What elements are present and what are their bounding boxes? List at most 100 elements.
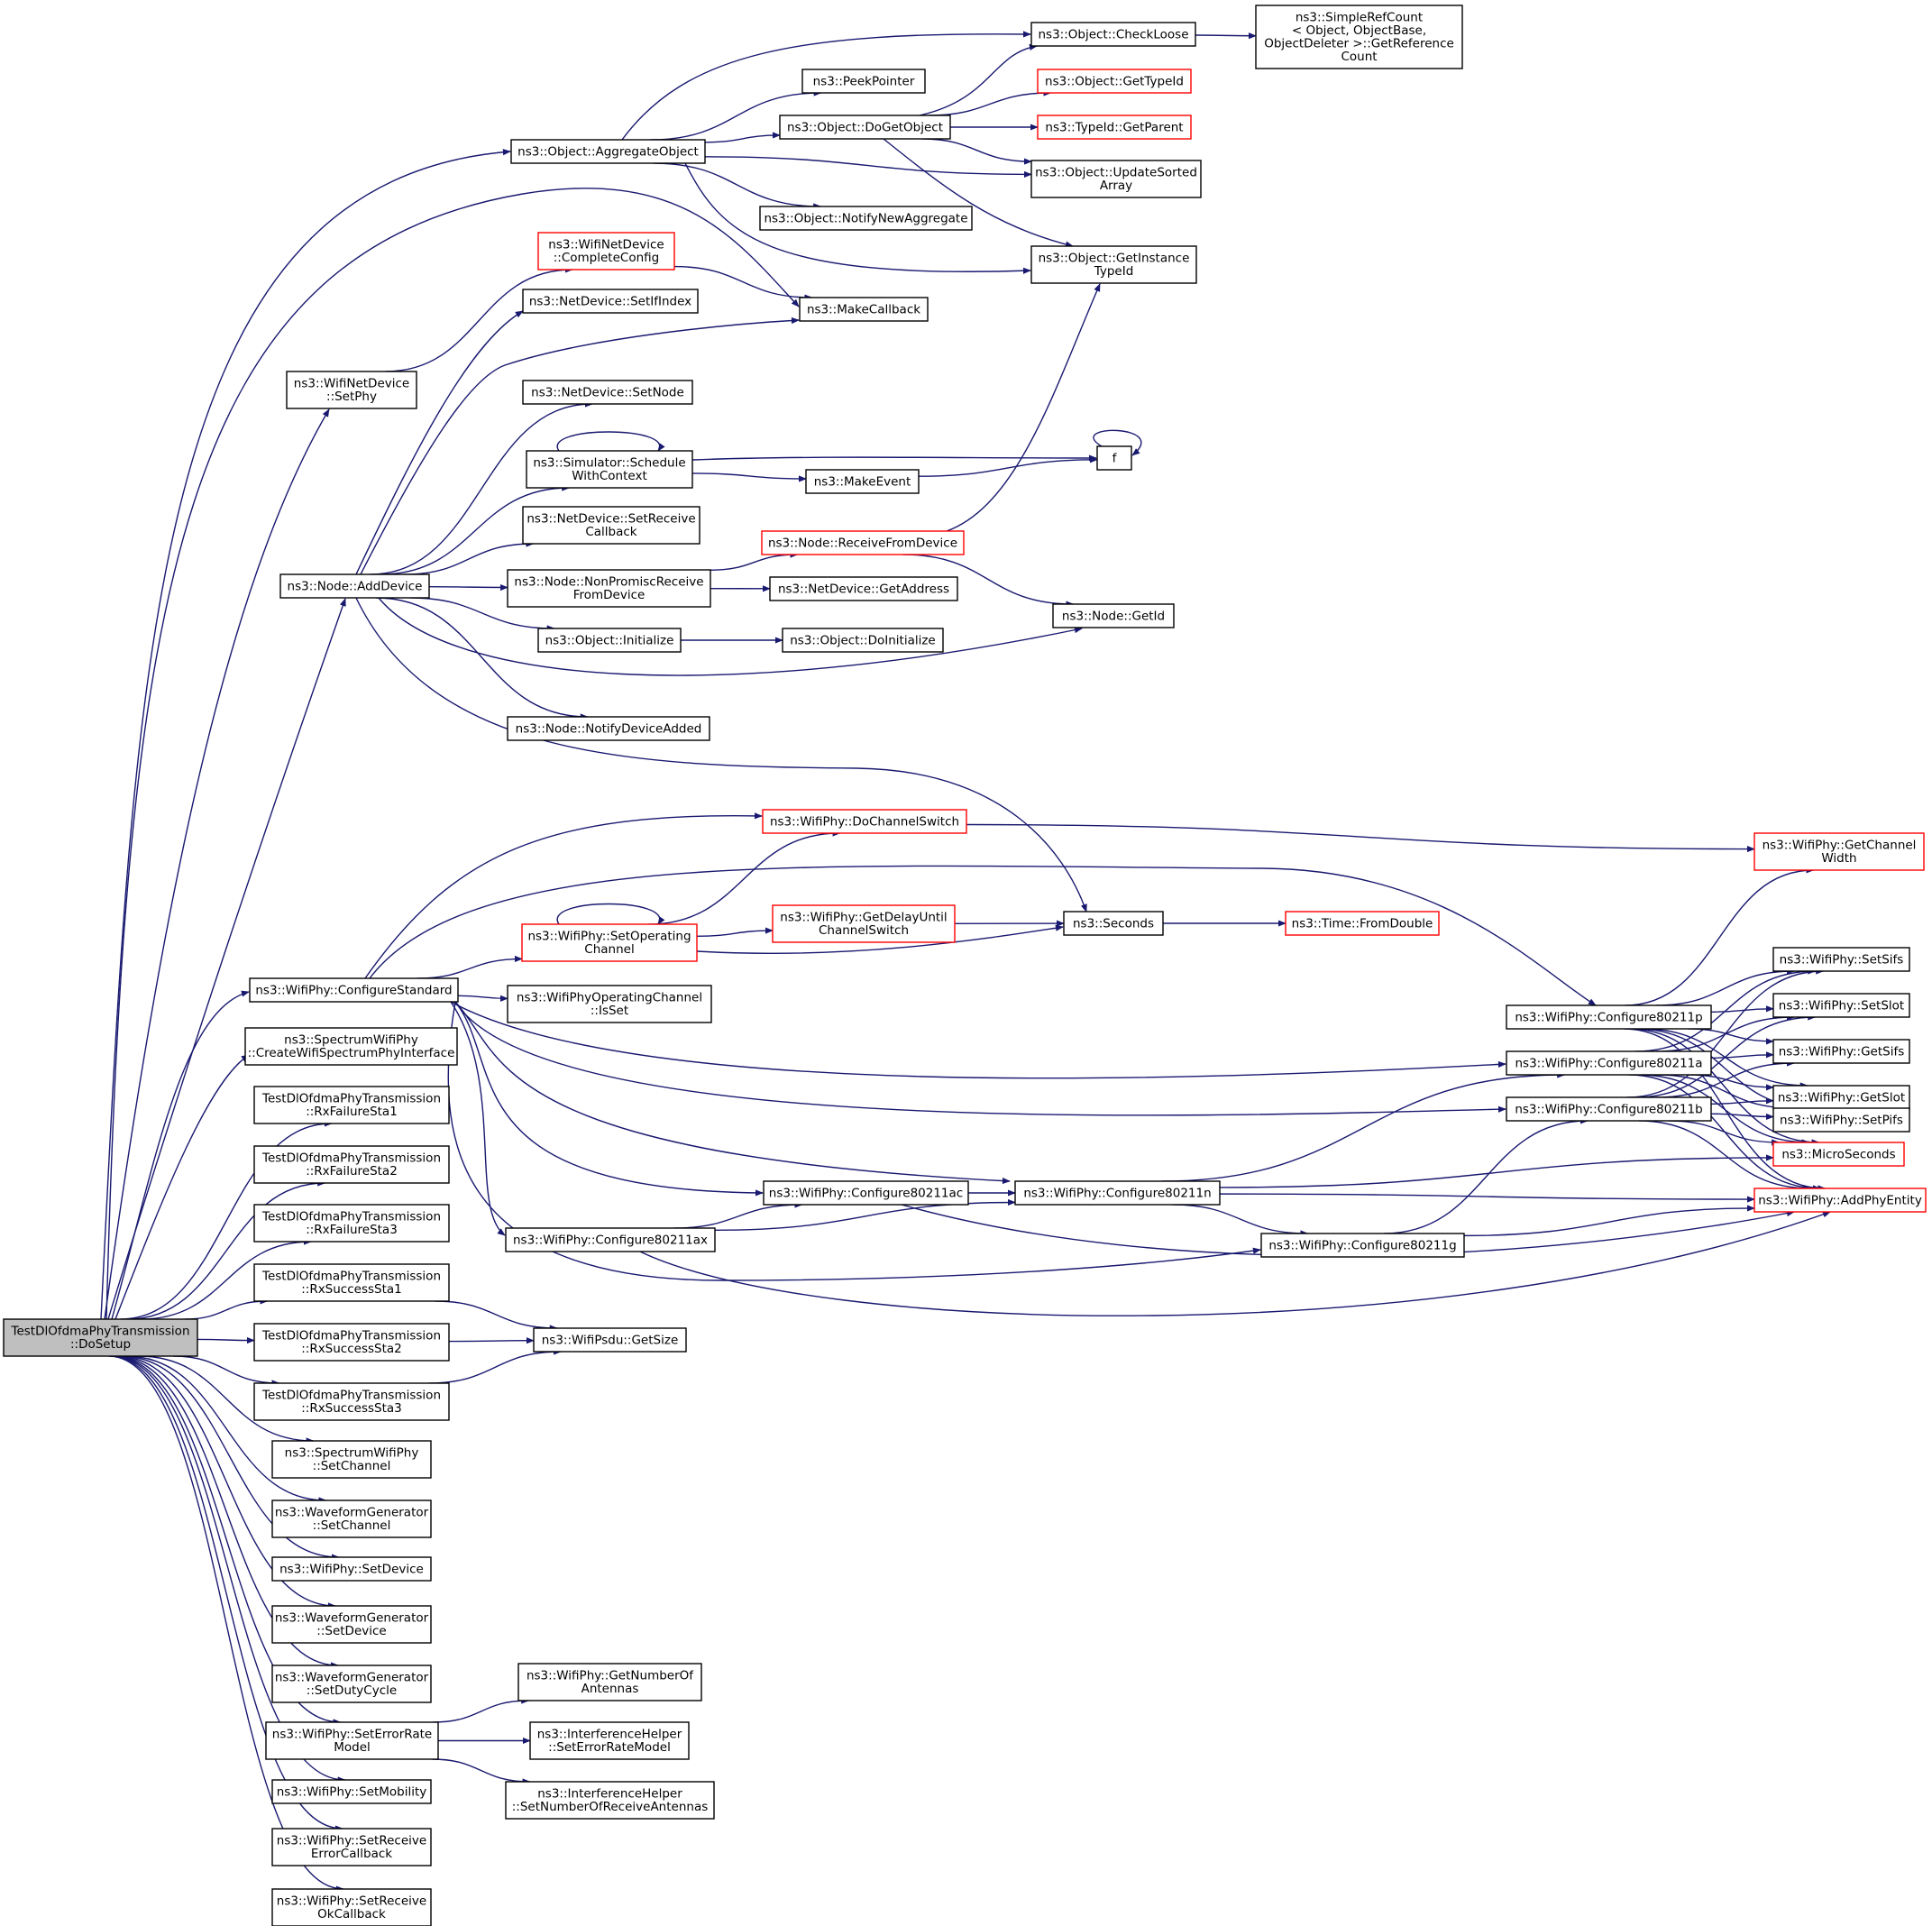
call-edge [433,1697,530,1723]
node-setdutycycle[interactable]: ns3::WaveformGenerator::SetDutyCycle [271,1665,432,1703]
node-cfga[interactable]: ns3::WifiPhy::Configure80211a [1506,1050,1712,1076]
node-wgsetdevice[interactable]: ns3::WaveformGenerator::SetDevice [271,1605,432,1644]
node-cfgac[interactable]: ns3::WifiPhy::Configure80211ac [763,1180,969,1206]
node-setmobility[interactable]: ns3::WifiPhy::SetMobility [271,1779,432,1804]
node-box [1772,1107,1910,1133]
node-cfgb[interactable]: ns3::WifiPhy::Configure80211b [1506,1096,1712,1122]
node-doinitialize[interactable]: ns3::Object::DoInitialize [782,628,944,653]
node-box [1037,69,1192,94]
node-label: ns3::MakeEvent [814,474,911,489]
node-box [1772,1085,1910,1110]
call-edge [141,1238,312,1320]
node-microseconds[interactable]: ns3::MicroSeconds [1772,1142,1905,1167]
call-edge [409,597,555,632]
node-seterrorrate[interactable]: ns3::WifiPhy::SetErrorRateModel [265,1721,439,1760]
node-cfgax[interactable]: ns3::WifiPhy::Configure80211ax [505,1227,716,1252]
node-rxsucc3[interactable]: TestDlOfdmaPhyTransmission::RxSuccessSta… [253,1382,450,1421]
node-receivefromdevice[interactable]: ns3::Node::ReceiveFromDevice [761,530,965,555]
node-setnode[interactable]: ns3::NetDevice::SetNode [522,380,693,405]
node-box [1506,1096,1712,1122]
node-dogetobject[interactable]: ns3::Object::DoGetObject [779,115,951,140]
node-configurestandard[interactable]: ns3::WifiPhy::ConfigureStandard [249,977,459,1003]
node-label: ns3::NetDevice::SetIfIndex [529,294,691,308]
node-rxsucc1[interactable]: TestDlOfdmaPhyTransmission::RxSuccessSta… [253,1263,450,1302]
node-label: ::RxFailureSta1 [306,1105,398,1119]
node-getparent[interactable]: ns3::TypeId::GetParent [1037,115,1192,140]
node-getslot[interactable]: ns3::WifiPhy::GetSlot [1772,1085,1910,1110]
node-label: ns3::WifiPhyOperatingChannel [517,991,702,1005]
node-peekpointer[interactable]: ns3::PeekPointer [801,69,926,94]
node-cfgn[interactable]: ns3::WifiPhy::Configure80211n [1014,1180,1221,1206]
node-notifydeviceadded[interactable]: ns3::Node::NotifyDeviceAdded [507,716,710,741]
node-makecallback[interactable]: ns3::MakeCallback [799,297,929,322]
node-seconds[interactable]: ns3::Seconds [1063,911,1164,936]
node-spsetchannel[interactable]: ns3::SpectrumWifiPhy::SetChannel [271,1440,432,1479]
node-adddevice[interactable]: ns3::Node::AddDevice [279,573,430,599]
node-label: ns3::WaveformGenerator [275,1506,429,1520]
node-addphyentity[interactable]: ns3::WifiPhy::AddPhyEntity [1753,1188,1927,1213]
node-setdevice[interactable]: ns3::WifiPhy::SetDevice [271,1556,432,1582]
call-edge [138,1355,315,1444]
node-f[interactable]: f [1096,445,1132,471]
node-getaddress[interactable]: ns3::NetDevice::GetAddress [769,576,958,601]
node-wgsetchannel[interactable]: ns3::WaveformGenerator::SetChannel [271,1500,432,1538]
node-ihsetnum[interactable]: ns3::InterferenceHelper::SetNumberOfRece… [505,1781,715,1820]
node-aggregate[interactable]: ns3::Object::AggregateObject [510,139,706,164]
node-rxfail3[interactable]: TestDlOfdmaPhyTransmission::RxFailureSta… [253,1204,450,1243]
node-rxsucc2[interactable]: TestDlOfdmaPhyTransmission::RxSuccessSta… [253,1323,450,1362]
node-label: ::RxSuccessSta3 [301,1401,402,1416]
call-edge [1628,1028,1820,1146]
node-setpifs[interactable]: ns3::WifiPhy::SetPifs [1772,1107,1910,1133]
call-edge [360,316,800,575]
node-root[interactable]: TestDlOfdmaPhyTransmission::DoSetup [3,1318,198,1357]
node-setslot[interactable]: ns3::WifiPhy::SetSlot [1772,993,1910,1018]
call-edge [1638,1120,1811,1192]
node-ihseterror[interactable]: ns3::InterferenceHelper::SetErrorRateMod… [529,1721,690,1760]
node-isset[interactable]: ns3::WifiPhyOperatingChannel::IsSet [507,985,712,1023]
node-label: Channel [584,942,634,957]
node-label: ::RxFailureSta3 [306,1223,398,1237]
node-label: ::RxFailureSta2 [306,1164,398,1179]
node-getid[interactable]: ns3::Node::GetId [1052,603,1175,628]
node-completeconfig[interactable]: ns3::WifiNetDevice::CompleteConfig [537,232,675,271]
node-box [271,1665,432,1703]
node-label: ns3::WifiPhy::Configure80211n [1023,1186,1211,1200]
node-cfgp[interactable]: ns3::WifiPhy::Configure80211p [1506,1004,1712,1030]
node-getsize[interactable]: ns3::WifiPsdu::GetSize [533,1327,687,1353]
call-edge [378,597,1083,676]
node-setifindex[interactable]: ns3::NetDevice::SetIfIndex [522,289,699,314]
call-edge [1219,1154,1774,1188]
node-cfgg[interactable]: ns3::WifiPhy::Configure80211g [1260,1233,1465,1258]
node-checkloose[interactable]: ns3::Object::CheckLoose [1030,22,1196,47]
node-gettypeid[interactable]: ns3::Object::GetTypeId [1037,69,1192,94]
node-fromdouble[interactable]: ns3::Time::FromDouble [1285,911,1440,936]
node-getsifs[interactable]: ns3::WifiPhy::GetSifs [1772,1039,1910,1064]
node-createwifi[interactable]: ns3::SpectrumWifiPhy::CreateWifiSpectrum… [244,1027,458,1066]
node-box [533,1327,687,1353]
node-rxfail1[interactable]: TestDlOfdmaPhyTransmission::RxFailureSta… [253,1086,450,1124]
node-box [1052,603,1175,628]
node-box [507,569,711,608]
node-setsifs[interactable]: ns3::WifiPhy::SetSifs [1772,947,1910,972]
call-edge [417,955,523,979]
node-box [1753,1188,1927,1213]
node-notifynewagg[interactable]: ns3::Object::NotifyNewAggregate [759,206,973,231]
node-dochannelswitch[interactable]: ns3::WifiPhy::DoChannelSwitch [762,809,967,834]
node-makeevent[interactable]: ns3::MakeEvent [805,469,920,494]
node-simplerefcount[interactable]: ns3::SimpleRefCount< Object, ObjectBase,… [1255,5,1463,69]
node-box [1753,832,1925,871]
node-setphy[interactable]: ns3::WifiNetDevice::SetPhy [286,371,417,409]
node-initialize[interactable]: ns3::Object::Initialize [537,628,682,653]
node-rxfail2[interactable]: TestDlOfdmaPhyTransmission::RxFailureSta… [253,1145,450,1184]
